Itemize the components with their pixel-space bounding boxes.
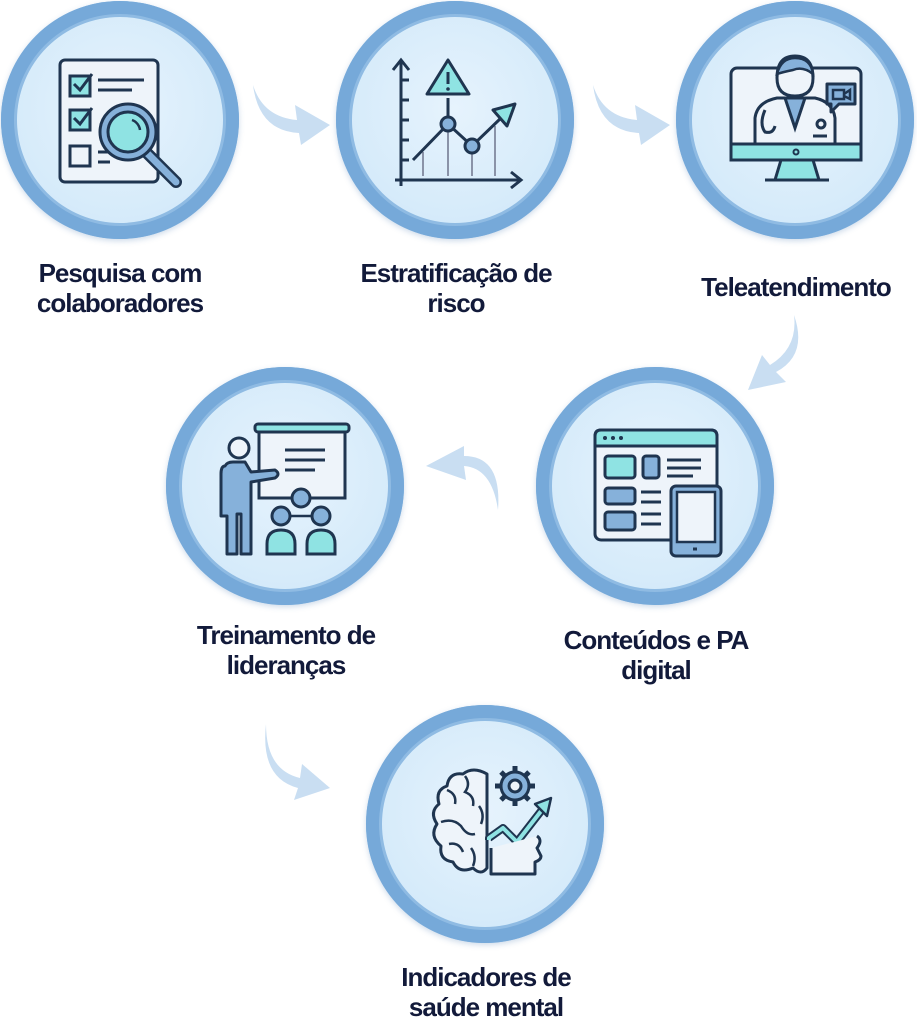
step-circle — [366, 705, 604, 943]
arrow-step1-to-step2 — [253, 85, 330, 145]
step-label: Pesquisa com colaboradores — [36, 258, 204, 318]
step-label: Indicadores de saúde mental — [401, 962, 572, 1022]
risk-chart-warning-icon — [391, 57, 524, 190]
step-label: Treinamento de lideranças — [196, 620, 376, 680]
step-label: Estratificação de risco — [360, 258, 552, 318]
arrow-step5-to-step6 — [265, 724, 330, 800]
step-circle — [536, 367, 774, 605]
step-label: Teleatendimento — [701, 272, 892, 302]
mental-health-brain-indicators-icon — [432, 766, 553, 876]
step-circle — [1, 1, 239, 239]
step-label: Conteúdos e PA digital — [563, 625, 750, 685]
leadership-training-presentation-icon — [219, 422, 351, 556]
survey-checklist-magnifier-icon — [58, 58, 182, 188]
step-circle — [166, 367, 404, 605]
arrow-step2-to-step3 — [593, 85, 670, 145]
step-circle — [676, 1, 914, 239]
arrow-step3-to-step4 — [748, 315, 799, 390]
digital-content-browser-tablet-icon — [593, 428, 723, 558]
telemedicine-doctor-monitor-icon — [729, 54, 863, 182]
arrow-step4-to-step5 — [426, 446, 499, 510]
step-circle — [336, 1, 574, 239]
